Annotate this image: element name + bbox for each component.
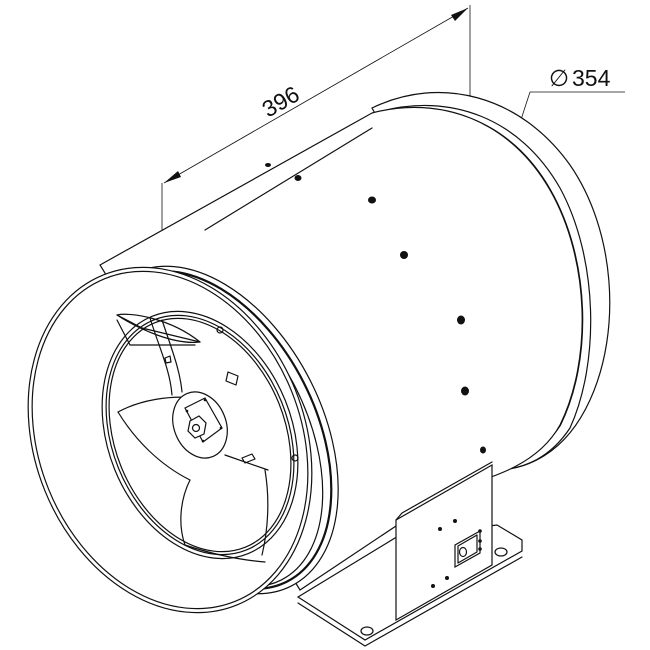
plate-hole (438, 527, 442, 531)
plate-hole (431, 584, 435, 588)
bracket-hole (360, 626, 374, 636)
mounting-hole (461, 386, 469, 396)
mounting-hole (294, 175, 302, 181)
motor-hub (172, 391, 228, 459)
rim-screw (216, 326, 224, 334)
shaft-icon (191, 423, 201, 433)
hub-nut-icon (187, 415, 207, 439)
mounting-hole (368, 196, 376, 204)
dimension-line-length (163, 7, 469, 184)
arrowhead-left-icon (164, 171, 181, 183)
plate-hole (453, 519, 457, 523)
mounting-hole (480, 446, 486, 454)
terminal-plate (454, 529, 482, 569)
diameter-symbol: ∅ (549, 65, 569, 91)
impeller-tab (241, 453, 256, 464)
arrowhead-right-icon (451, 8, 468, 21)
diameter-label: 354 (572, 65, 611, 91)
mounting-hole (400, 251, 408, 259)
mounting-hole (265, 163, 271, 167)
plate-hole (445, 576, 449, 580)
length-label: 396 (258, 81, 304, 123)
mounting-bracket (296, 461, 523, 647)
mounting-hole (457, 315, 465, 325)
housing (99, 106, 583, 591)
cable-gland-hole (458, 546, 468, 558)
rim-screw (291, 454, 299, 462)
impeller-tab (225, 371, 239, 386)
bracket-hole (494, 547, 508, 557)
inlet-ring (27, 265, 339, 614)
